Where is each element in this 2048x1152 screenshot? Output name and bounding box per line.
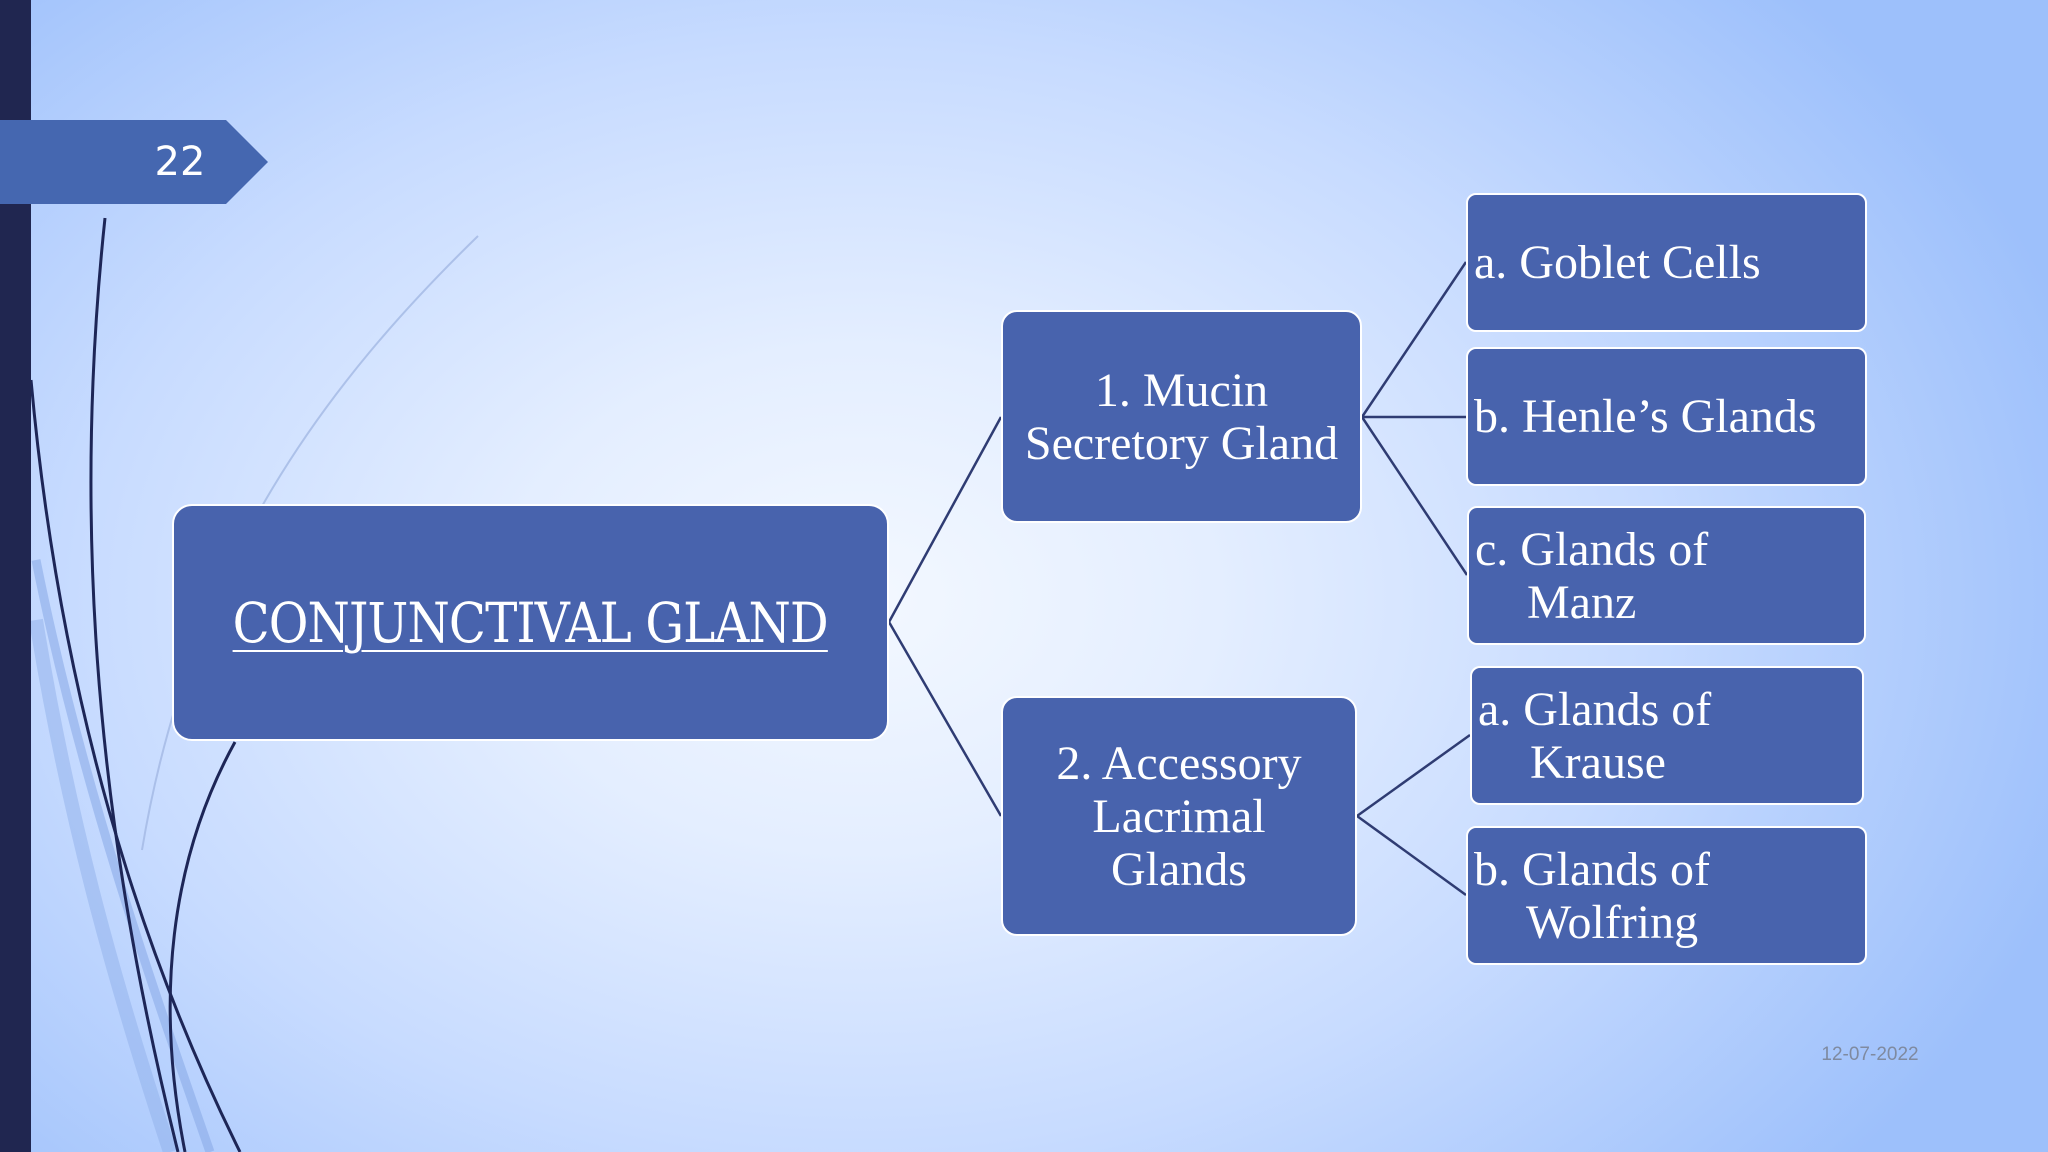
leaf-node-glands-of-krause: a. Glands of Krause bbox=[1470, 666, 1864, 805]
slide-number-tab bbox=[0, 120, 268, 204]
root-node-conjunctival-gland: CONJUNCTIVAL GLAND bbox=[172, 504, 889, 741]
leaf-label-continuation: Krause bbox=[1530, 735, 1666, 789]
leaf-node-goblet-cells: a. Goblet Cells bbox=[1466, 193, 1867, 332]
slide-date: 12-07-2022 bbox=[1821, 1044, 1919, 1065]
leaf-node-henles-glands: b. Henle’s Glands bbox=[1466, 347, 1867, 486]
leaf-label-continuation: Wolfring bbox=[1526, 895, 1699, 949]
leaf-node-glands-of-manz: c. Glands of Manz bbox=[1467, 506, 1866, 645]
branch-label-line: 2. Accessory bbox=[1056, 736, 1302, 790]
leaf-label-line: a. Glands of bbox=[1478, 682, 1712, 736]
branch-label-line: 1. Mucin bbox=[1094, 363, 1269, 417]
root-node-label: CONJUNCTIVAL GLAND bbox=[232, 590, 829, 655]
branch-label-line: Secretory Gland bbox=[1024, 416, 1339, 470]
connector-accessory-to-krause bbox=[1356, 733, 1471, 818]
leaf-label-line: a. Goblet Cells bbox=[1474, 236, 1761, 289]
leaf-label-continuation: Manz bbox=[1527, 575, 1637, 629]
branch-label-line: Glands bbox=[1111, 842, 1247, 896]
connector-mucin-to-goblet bbox=[1360, 261, 1468, 418]
connector-accessory-to-wolfring bbox=[1356, 814, 1467, 897]
branch-label-line: Lacrimal bbox=[1092, 789, 1266, 843]
slide-number: 22 bbox=[154, 139, 206, 185]
branch-node-mucin-secretory-gland: 1. Mucin Secretory Gland bbox=[1001, 310, 1362, 523]
leaf-node-glands-of-wolfring: b. Glands of Wolfring bbox=[1466, 826, 1867, 965]
branch-node-accessory-lacrimal-glands: 2. Accessory Lacrimal Glands bbox=[1001, 696, 1357, 936]
leaf-label-line: c. Glands of bbox=[1475, 522, 1709, 576]
connector-mucin-to-manz bbox=[1360, 416, 1469, 576]
connector-root-to-mucin bbox=[887, 416, 1003, 623]
leaf-label-line: b. Henle’s Glands bbox=[1474, 390, 1817, 443]
leaf-label-line: b. Glands of bbox=[1474, 842, 1710, 896]
connector-root-to-accessory bbox=[887, 621, 1003, 817]
